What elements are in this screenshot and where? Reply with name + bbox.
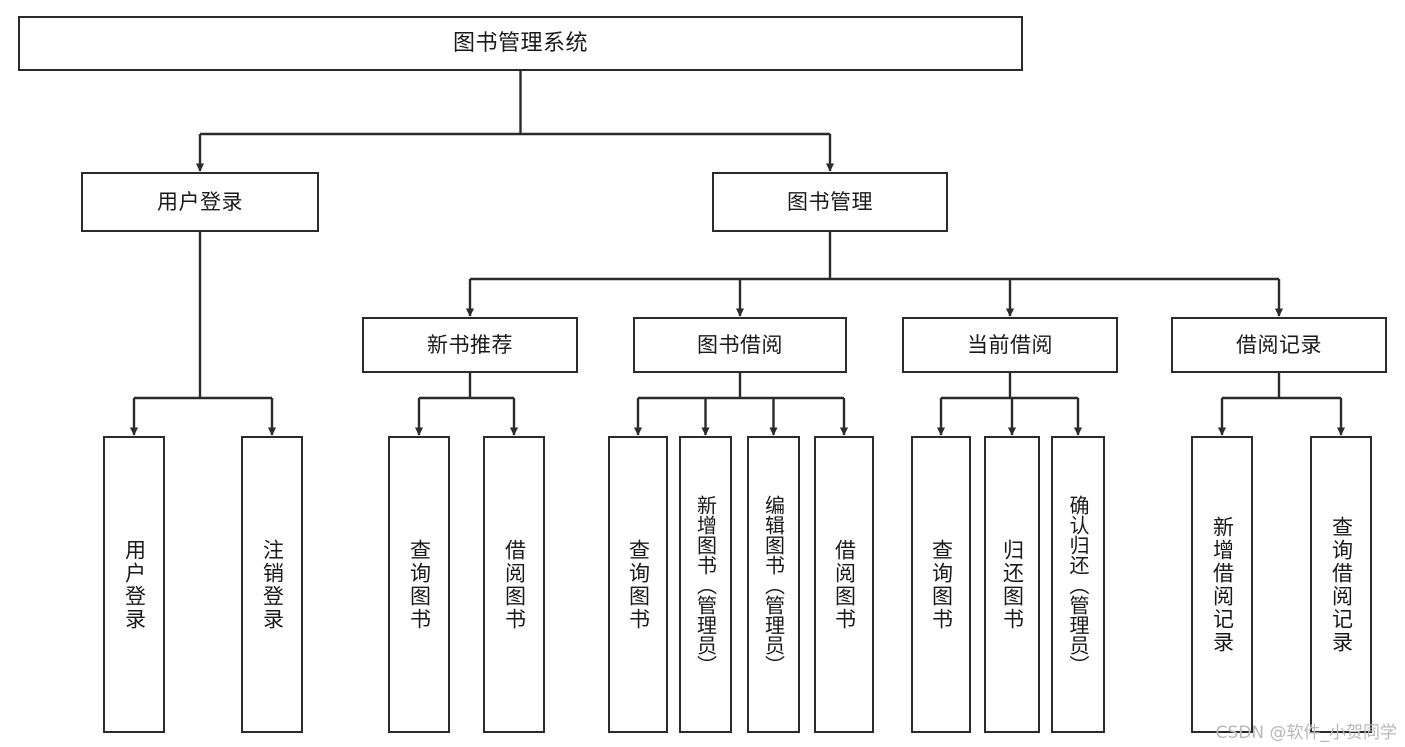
node-borrow[interactable]: 图书借阅 [633,317,847,373]
node-label: 查询借阅记录 [1329,515,1354,654]
node-newbook[interactable]: 新书推荐 [362,317,578,373]
node-leaf6[interactable]: 新增图书（管理员） [679,436,732,733]
node-label: 借阅图书 [502,538,527,631]
node-leaf9[interactable]: 查询图书 [911,436,971,733]
node-current[interactable]: 当前借阅 [902,317,1118,373]
node-label: 新增图书（管理员） [693,494,718,675]
node-leaf4[interactable]: 借阅图书 [483,436,545,733]
node-leaf13[interactable]: 查询借阅记录 [1310,436,1372,733]
node-label: 图书管理系统 [452,30,588,56]
node-label: 图书借阅 [697,332,783,357]
node-leaf2[interactable]: 注销登录 [241,436,303,733]
node-label: 新增借阅记录 [1210,515,1235,654]
node-label: 用户登录 [122,538,147,631]
node-label: 用户登录 [157,189,243,214]
node-label: 注销登录 [260,538,285,631]
node-label: 借阅记录 [1236,332,1322,357]
node-leaf8[interactable]: 借阅图书 [814,436,874,733]
node-label: 查询图书 [407,538,432,631]
node-label: 借阅图书 [832,538,857,631]
node-label: 查询图书 [626,538,651,631]
node-root[interactable]: 图书管理系统 [18,16,1023,71]
node-leaf10[interactable]: 归还图书 [984,436,1040,733]
connector-edges [129,71,1346,436]
node-label: 新书推荐 [427,332,513,357]
node-leaf1[interactable]: 用户登录 [103,436,165,733]
node-leaf12[interactable]: 新增借阅记录 [1191,436,1253,733]
node-label: 当前借阅 [967,332,1053,357]
node-records[interactable]: 借阅记录 [1171,317,1387,373]
node-leaf3[interactable]: 查询图书 [388,436,450,733]
node-label: 确认归还（管理员） [1066,494,1090,675]
node-label: 查询图书 [929,538,954,631]
node-label: 编辑图书（管理员） [761,494,786,675]
node-leaf11[interactable]: 确认归还（管理员） [1051,436,1105,733]
node-leaf7[interactable]: 编辑图书（管理员） [747,436,800,733]
node-bookmgmt[interactable]: 图书管理 [712,172,948,232]
node-label: 归还图书 [1000,538,1025,631]
node-label: 图书管理 [787,189,873,214]
watermark-text: CSDN @软件_小贺同学 [1215,723,1397,743]
node-login[interactable]: 用户登录 [81,172,319,232]
node-leaf5[interactable]: 查询图书 [608,436,668,733]
